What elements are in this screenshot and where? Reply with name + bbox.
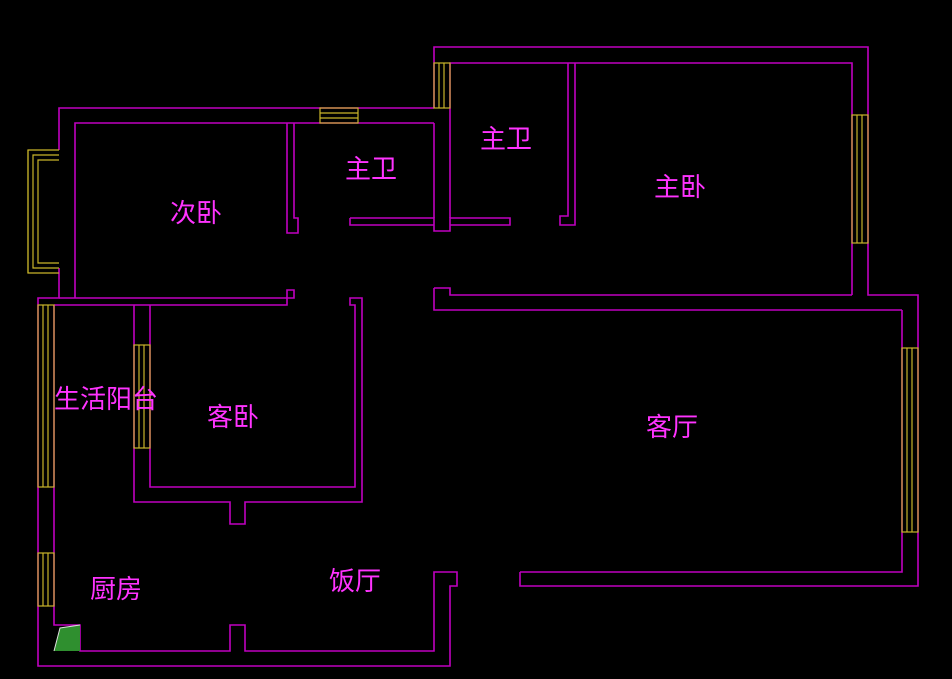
label-dining-room: 饭厅: [329, 567, 381, 597]
label-kitchen: 厨房: [90, 575, 142, 605]
window-top-secondary-bath: [319, 107, 359, 124]
interior-walls: [54, 63, 576, 525]
room-labels: 次卧 主卫 主卫 主卧 生活阳台 客卧 客厅 厨房 饭厅: [54, 125, 706, 605]
label-utility-balcony: 生活阳台: [54, 385, 158, 415]
windows: [27, 62, 919, 607]
window-bay-secondary-bedroom: [27, 149, 59, 274]
label-secondary-bedroom: 次卧: [170, 199, 222, 229]
label-master-bath-right: 主卫: [480, 125, 532, 155]
label-master-bath-left: 主卫: [345, 155, 397, 185]
label-guest-bedroom: 客卧: [207, 403, 259, 433]
label-living-room: 客厅: [646, 413, 698, 443]
window-master-bath: [433, 62, 451, 109]
label-master-bedroom: 主卧: [654, 173, 706, 203]
window-living-room: [901, 347, 919, 533]
window-master-bedroom: [851, 114, 869, 244]
window-utility-balcony: [37, 304, 55, 488]
ucs-icon: [53, 624, 81, 652]
outer-walls: [37, 46, 919, 667]
window-kitchen: [37, 552, 55, 607]
window-guest-bedroom: [133, 344, 151, 449]
